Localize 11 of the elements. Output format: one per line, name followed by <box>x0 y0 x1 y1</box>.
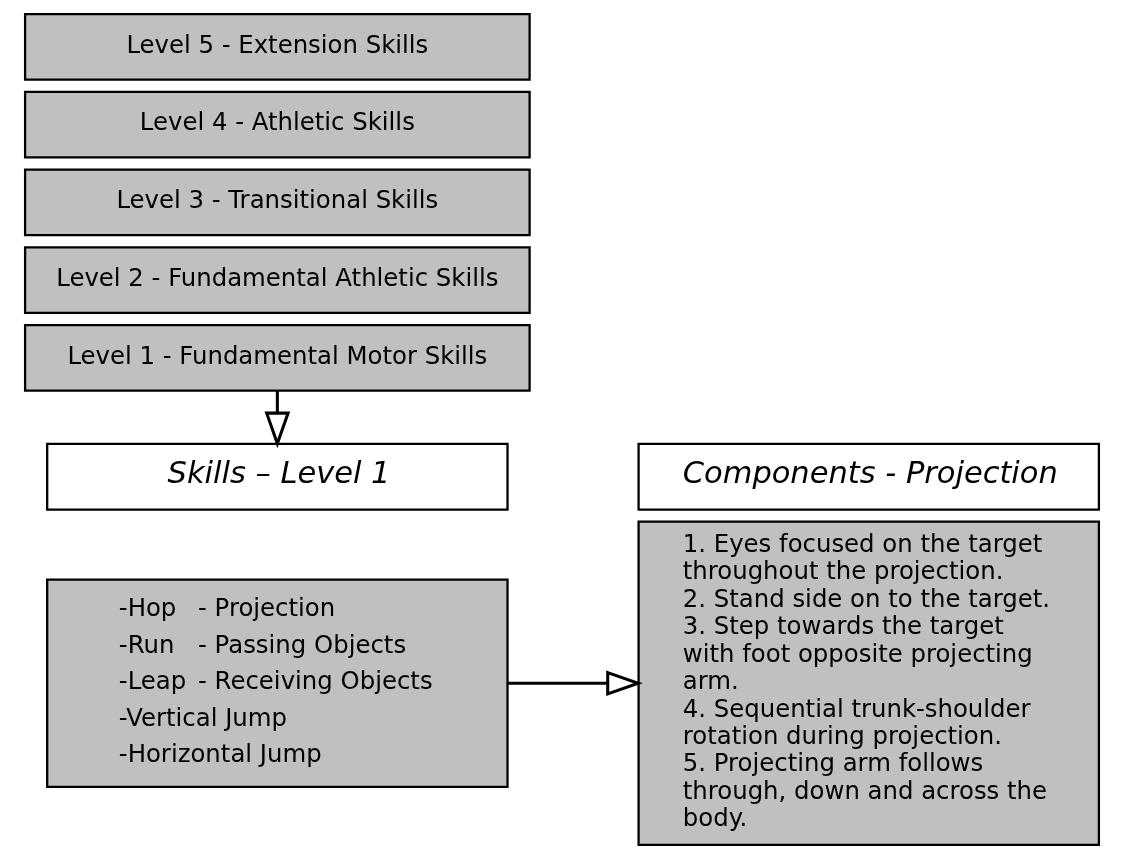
node-box: Components - Projection <box>636 442 1100 511</box>
arrow <box>264 391 290 449</box>
node-box: Level 2 - Fundamental Athletic Skills <box>23 246 531 315</box>
node-box: 1. Eyes focused on the target throughout the projection. 2. Stand side on to the target. 3. Step towards the target with foot opposite projecting arm. 4. Sequential trunk-shoulder rotation during projection. 5. Projecting arm follows through, down and across the body. <box>636 520 1100 846</box>
node-box: Skills – Level 1 <box>45 442 509 511</box>
node-box: Level 1 - Fundamental Motor Skills <box>23 323 531 392</box>
node-box: -Hop - Projection -Run - Passing Objects -Leap - Receiving Objects -Vertical Jump -Horizontal Jump <box>45 578 509 789</box>
node-box: Level 3 - Transitional Skills <box>23 168 531 237</box>
node-box: Level 4 - Athletic Skills <box>23 90 531 159</box>
node-box: Level 5 - Extension Skills <box>23 13 531 81</box>
arrow <box>507 670 643 697</box>
